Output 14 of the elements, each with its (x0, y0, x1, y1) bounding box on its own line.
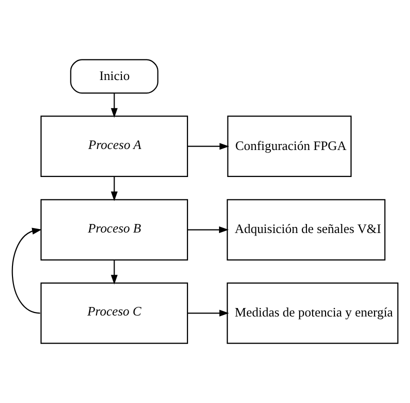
node-box: Medidas de potencia y energía (226, 282, 398, 344)
arrow (12, 228, 42, 314)
arrow (110, 260, 118, 285)
arrow (110, 176, 118, 202)
node-box: Proceso C (40, 282, 188, 344)
node-box: Proceso A (40, 116, 188, 178)
node-box: Configuración FPGA (227, 116, 352, 178)
node-box: Proceso B (40, 199, 188, 260)
node-box: Inicio (70, 59, 158, 94)
arrow (110, 93, 118, 118)
arrow (188, 310, 229, 317)
arrow (188, 226, 229, 234)
arrow (188, 142, 230, 150)
node-box: Adquisición de señales V&I (226, 199, 386, 260)
